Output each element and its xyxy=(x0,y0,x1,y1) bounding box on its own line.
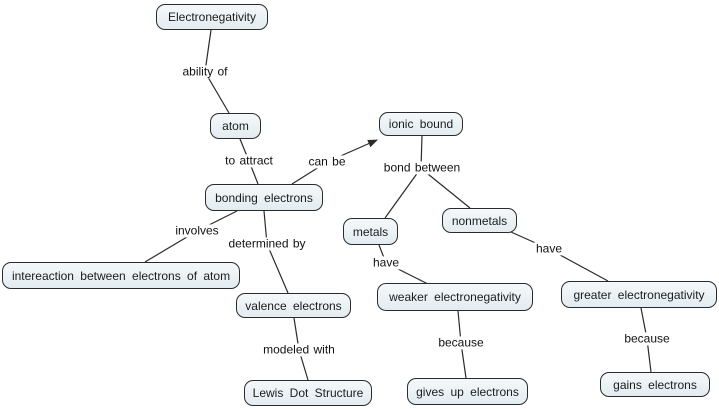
node-atom[interactable]: atom xyxy=(210,113,261,139)
edge-label-involves[interactable]: involves xyxy=(173,223,221,238)
edge-line-bond-between-metals xyxy=(384,135,423,219)
node-interaction-between-electrons[interactable]: intereaction between electrons of atom xyxy=(2,262,240,289)
node-nonmetals[interactable]: nonmetals xyxy=(442,208,517,233)
node-gains-electrons[interactable]: gains electrons xyxy=(600,372,710,397)
node-bonding-electrons[interactable]: bonding electrons xyxy=(205,184,323,211)
node-lewis-dot-structure[interactable]: Lewis Dot Structure xyxy=(244,380,372,406)
edge-label-can-be[interactable]: can be xyxy=(306,154,348,169)
node-weaker-electronegativity[interactable]: weaker electronegativity xyxy=(377,283,533,311)
node-greater-electronegativity[interactable]: greater electronegativity xyxy=(561,281,717,308)
edge-line-nonmetals-have xyxy=(510,231,609,282)
edge-label-ability-of[interactable]: ability of xyxy=(180,64,230,79)
edge-label-modeled-with[interactable]: modeled with xyxy=(261,342,337,357)
edge-label-to-attract[interactable]: to attract xyxy=(223,153,275,168)
edge-line-determined-by xyxy=(263,210,289,294)
edge-label-determined-by[interactable]: determined by xyxy=(226,236,308,251)
edge-label-because-weaker[interactable]: because xyxy=(436,335,486,350)
node-electronegativity[interactable]: Electronegativity xyxy=(156,4,268,30)
node-valence-electrons[interactable]: valence electrons xyxy=(236,293,351,318)
edge-label-because-greater[interactable]: because xyxy=(622,331,672,346)
node-metals[interactable]: metals xyxy=(343,218,398,245)
edge-label-bond-between-metals[interactable]: bond between xyxy=(381,160,463,175)
edge-label-metals-have[interactable]: have xyxy=(370,255,402,270)
node-gives-up-electrons[interactable]: gives up electrons xyxy=(407,378,528,405)
node-ionic-bound[interactable]: ionic bound xyxy=(379,112,463,136)
edge-label-nonmetals-have[interactable]: have xyxy=(533,241,565,256)
edge-line-bond-between-nonmetals xyxy=(422,169,471,209)
